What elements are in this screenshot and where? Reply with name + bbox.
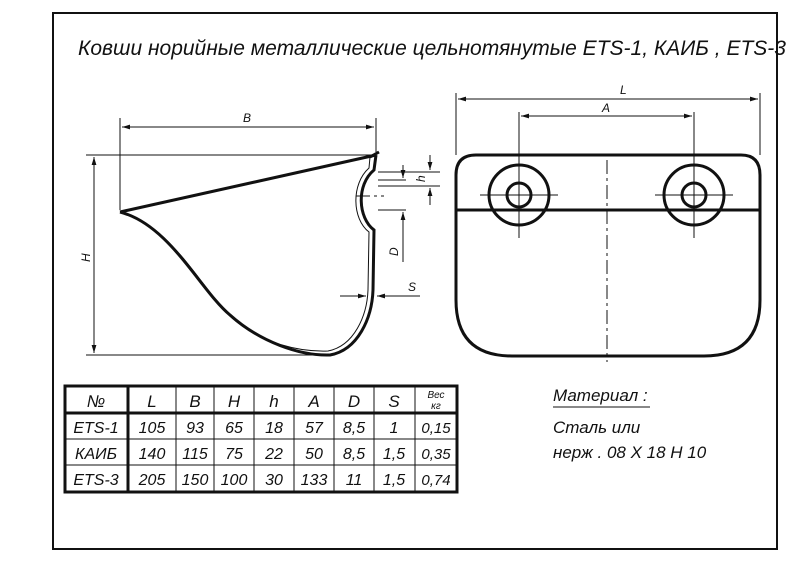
table-cell: КАИБ (75, 446, 117, 463)
table-header-s: S (388, 392, 400, 411)
table-cell: 1,5 (383, 446, 405, 463)
dim-b-label: B (243, 111, 251, 125)
drawing-title: Ковши норийные металлические цельнотянут… (78, 37, 786, 60)
table-cell: 0,35 (421, 446, 451, 463)
bucket-inner-curve (125, 156, 371, 352)
table-header-d: D (348, 392, 360, 411)
table-cell: 93 (186, 420, 204, 437)
table-cell: 65 (225, 420, 243, 437)
table-cell: 8,5 (343, 446, 365, 463)
table-cell: 205 (138, 472, 166, 489)
table-header-no: № (87, 392, 105, 411)
drawing-frame (52, 12, 778, 550)
table-header-a: A (307, 392, 319, 411)
table-cell: ETS-1 (73, 420, 118, 437)
table-cell: 18 (265, 420, 283, 437)
dim-a-label: A (601, 101, 610, 115)
table-cell: 8,5 (343, 420, 365, 437)
dim-small-h-label: h (414, 175, 428, 182)
front-view: L A (454, 83, 762, 362)
dimension-table: № L B H h A D S Вес кг ETS-1 105 93 65 1… (63, 384, 459, 494)
table-header-weight-unit: кг (431, 401, 441, 412)
dim-d-label: D (387, 247, 401, 256)
table-cell: 30 (265, 472, 283, 489)
dim-h-label: H (79, 253, 93, 262)
table-cell: 1,5 (383, 472, 405, 489)
material-line-1: Сталь или (553, 418, 641, 437)
table-cell: 140 (139, 446, 166, 463)
table-cell: 75 (225, 446, 243, 463)
material-label: Материал : (553, 386, 648, 405)
table-cell: 1 (390, 420, 399, 437)
material-line-2: нерж . 08 Х 18 Н 10 (553, 443, 707, 462)
table-cell: 115 (182, 446, 208, 463)
table-cell: 11 (346, 472, 363, 489)
table-cell: 133 (301, 472, 328, 489)
table-cell: 0,74 (421, 472, 450, 489)
dim-s-label: S (408, 280, 416, 294)
front-body-outline (454, 153, 762, 358)
dim-l-label: L (620, 83, 627, 97)
table-header-small-h: h (269, 392, 278, 411)
table-cell: ETS-3 (73, 472, 118, 489)
bucket-lip (369, 150, 380, 159)
table-cell: 150 (182, 472, 209, 489)
table-cell: 0,15 (421, 420, 451, 437)
table-cell: 105 (139, 420, 166, 437)
bucket-top-edge (119, 153, 377, 214)
table-header-h: H (228, 392, 241, 411)
table-cell: 50 (305, 446, 323, 463)
table-header-weight: Вес (427, 390, 444, 401)
table-cell: 22 (264, 446, 283, 463)
table-cell: 57 (305, 420, 324, 437)
table-header-l: L (147, 392, 156, 411)
side-view: B H h D S (79, 111, 440, 357)
material-note: Материал : Сталь или нерж . 08 Х 18 Н 10 (553, 386, 707, 462)
table-header-b: B (189, 392, 200, 411)
table-cell: 100 (221, 472, 248, 489)
